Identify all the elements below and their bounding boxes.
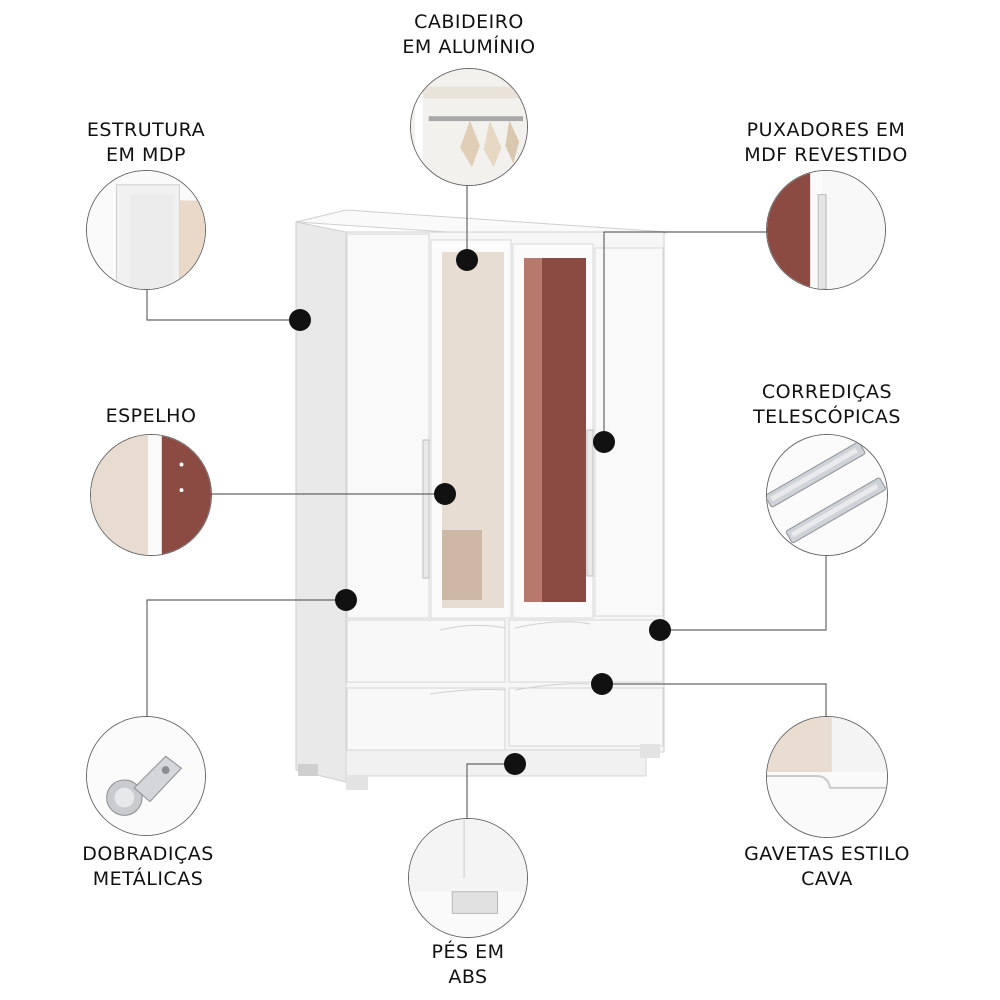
label-estrutura: ESTRUTURA EM MDP (76, 118, 216, 168)
label-pes-line2: ABS (448, 966, 488, 988)
drawer-top-right (508, 619, 664, 683)
wardrobe-side-panel (295, 221, 347, 783)
telescopic-slides-icon (767, 435, 887, 555)
label-dobradicas: DOBRADIÇAS METÁLICAS (72, 842, 224, 892)
handle-detail-icon (767, 171, 885, 289)
callout-dots (289, 249, 671, 775)
label-espelho-line1: ESPELHO (105, 405, 197, 427)
detail-pes (408, 818, 528, 938)
label-gavetas-line2: CAVA (801, 868, 853, 890)
foot-right (640, 744, 660, 758)
label-pes-line1: PÉS EM (431, 941, 505, 963)
hinge-icon (87, 717, 205, 835)
leader-dobradicas (146, 599, 346, 718)
drawer-top-left (346, 619, 506, 683)
mdp-structure-icon (87, 171, 205, 289)
dot-dobradicas (335, 589, 357, 611)
label-espelho: ESPELHO (96, 404, 206, 429)
label-cabideiro-line1: CABIDEIRO (414, 11, 524, 33)
label-puxadores: PUXADORES EM MDF REVESTIDO (740, 118, 912, 168)
leader-pes (466, 763, 515, 820)
dot-espelho (434, 483, 456, 505)
drawer-cava-groove (429, 621, 591, 695)
label-cabideiro: CABIDEIRO EM ALUMÍNIO (398, 10, 540, 60)
leader-lines (146, 185, 827, 820)
foot-left (346, 776, 368, 790)
detail-cabideiro (410, 68, 528, 186)
handle-left (422, 439, 430, 579)
label-dobradicas-line1: DOBRADIÇAS (82, 843, 214, 865)
label-dobradicas-line2: METÁLICAS (92, 868, 204, 890)
dot-cabideiro (456, 249, 478, 271)
leader-puxadores (603, 231, 790, 442)
label-estrutura-line2: EM MDP (106, 144, 186, 166)
left-door (346, 233, 430, 619)
detail-puxadores (766, 170, 886, 290)
label-corredicas-line2: TELESCÓPICAS (753, 406, 901, 428)
mirror-right-reflection (524, 258, 542, 602)
detail-corredicas (766, 434, 888, 556)
rail-hangers-icon (411, 69, 527, 185)
handle-right (586, 429, 594, 577)
mirror-left-reflection (442, 530, 482, 600)
dot-estrutura (289, 309, 311, 331)
label-gavetas-line1: GAVETAS ESTILO (744, 843, 910, 865)
detail-espelho (90, 434, 212, 556)
detail-estrutura (86, 170, 206, 290)
dot-puxadores (593, 431, 615, 453)
dot-pes (504, 753, 526, 775)
drawer-cava-icon (767, 717, 887, 837)
label-puxadores-line1: PUXADORES EM (746, 119, 906, 141)
detail-dobradicas (86, 716, 206, 836)
wardrobe-base (345, 749, 647, 777)
drawer-bottom-left (346, 687, 506, 751)
label-puxadores-line2: MDF REVESTIDO (744, 144, 908, 166)
label-corredicas-line1: CORREDIÇAS (761, 381, 893, 403)
label-corredicas: CORREDIÇAS TELESCÓPICAS (746, 380, 908, 430)
leader-gavetas (602, 683, 827, 718)
label-estrutura-line1: ESTRUTURA (86, 119, 206, 141)
leader-estrutura (146, 290, 300, 321)
drawer-bottom-right (508, 687, 664, 747)
foot-back (298, 764, 318, 776)
wardrobe (295, 209, 669, 790)
abs-foot-icon (409, 819, 527, 937)
detail-gavetas (766, 716, 888, 838)
dot-corredicas (649, 619, 671, 641)
dot-gavetas (591, 673, 613, 695)
label-cabideiro-line2: EM ALUMÍNIO (402, 36, 536, 58)
label-gavetas: GAVETAS ESTILO CAVA (730, 842, 924, 892)
leader-corredicas (660, 556, 827, 631)
mirror-detail-icon (91, 435, 211, 555)
label-pes: PÉS EM ABS (418, 940, 518, 990)
